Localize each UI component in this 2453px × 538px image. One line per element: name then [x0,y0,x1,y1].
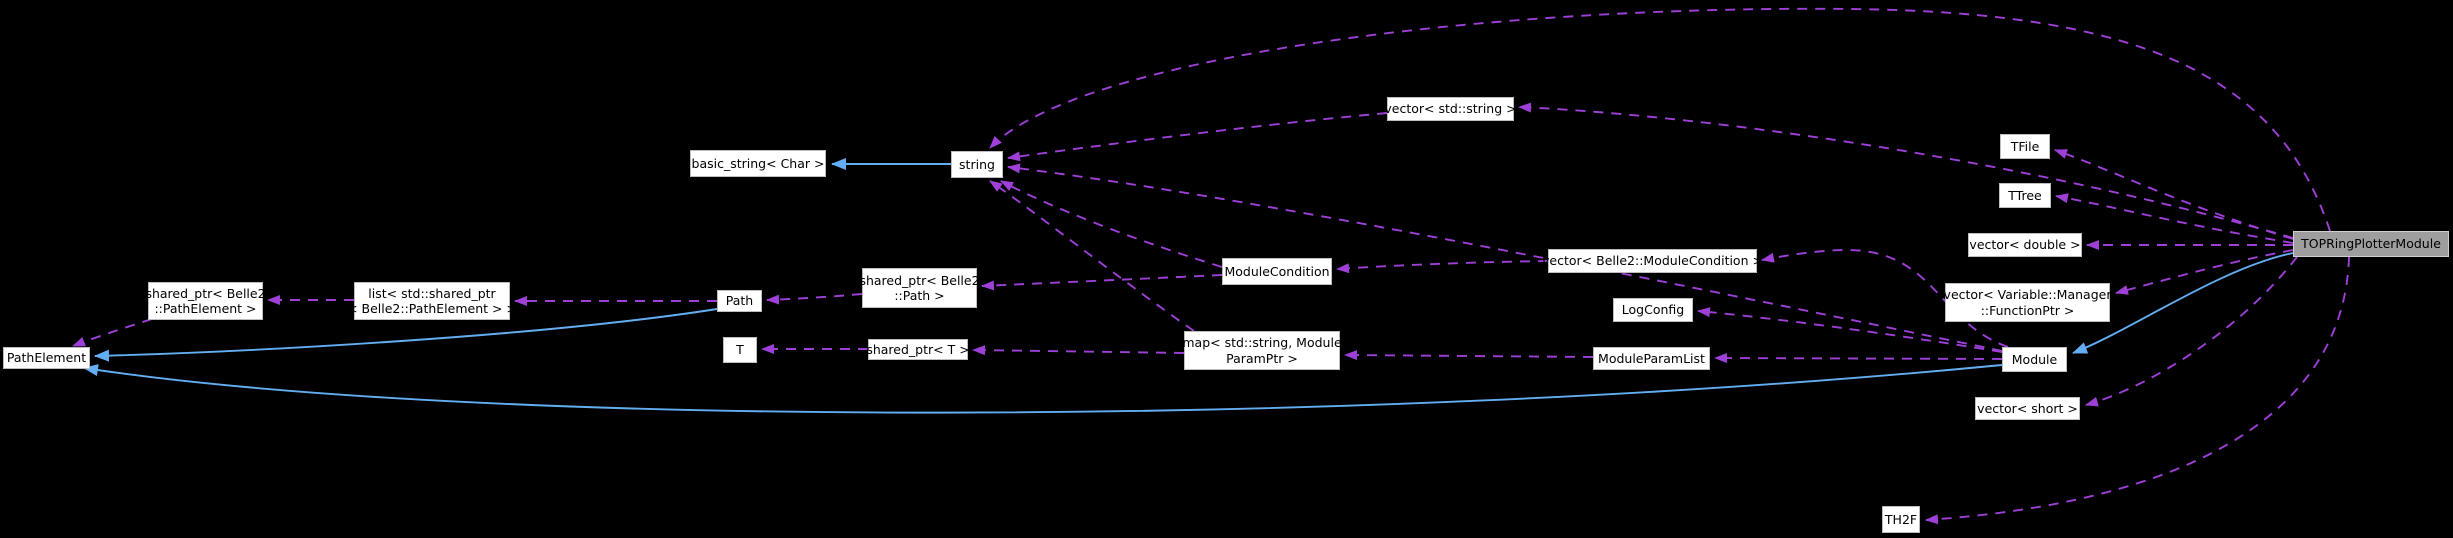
node-tfile[interactable]: TFile [2000,134,2050,159]
node-vector-std-string[interactable]: vector< std::string > [1384,97,1517,121]
node-label: ::Path > [894,288,945,303]
edge-map-moduleparamptr-to-shared-ptr-t [972,345,1185,356]
node-pathelement[interactable]: PathElement [3,347,90,369]
node-label: ::PathElement > [154,301,257,316]
node-modulecondition[interactable]: ModuleCondition [1222,258,1332,285]
node-label: < Belle2::PathElement > > [347,301,517,316]
node-path[interactable]: Path [717,290,762,312]
node-label: TFile [2010,138,2040,154]
node-label: basic_string< Char > [691,155,825,171]
node-topringplottermodule[interactable]: TOPRingPlotterModule [2293,231,2449,257]
node-list-shared-ptr[interactable]: list< std::shared_ptr< Belle2::PathEleme… [347,282,517,320]
edge-moduleparamlist-to-map-moduleparamptr [1344,350,1594,361]
node-label: ::FunctionPtr > [1980,302,2075,318]
node-label: PathElement [6,350,87,366]
edge-topringplottermodule-to-vector-std-string [1518,102,2294,239]
node-label: vector< double > [1969,237,2081,253]
edge-module-to-logconfig [1697,307,2003,353]
node-moduleparamlist[interactable]: ModuleParamList [1593,347,1710,370]
node-vector-functionptr[interactable]: vector< Variable::Manager::FunctionPtr > [1943,283,2112,322]
node-th2f[interactable]: TH2F [1882,506,1920,533]
edge-topringplottermodule-to-vector-functionptr [2115,249,2294,295]
edge-topringplottermodule-to-tfile [2054,149,2294,240]
node-shared-ptr-pathelement[interactable]: shared_ptr< Belle2::PathElement > [145,282,266,320]
node-label: vector< short > [1977,400,2078,416]
edge-module-to-moduleparamlist [1714,353,2003,364]
node-basic-string[interactable]: basic_string< Char > [690,150,826,177]
node-shared-ptr-t[interactable]: shared_ptr< T > [866,339,970,360]
edge-vector-modulecondition-to-modulecondition [1336,260,1549,274]
node-label: vector< Belle2::ModuleCondition > [1542,253,1763,269]
node-label: Module [2011,351,2058,367]
node-label: ParamPtr > [1226,350,1298,366]
edge-topringplottermodule-to-string [989,7,2331,232]
edge-topringplottermodule-to-ttree [2055,193,2294,244]
node-label: list< std::shared_ptr [368,285,496,301]
node-shared-ptr-path[interactable]: shared_ptr< Belle2::Path > [859,268,980,308]
node-vector-short[interactable]: vector< short > [1975,397,2080,420]
node-label: TOPRingPlotterModule [2301,236,2441,252]
node-vector-double[interactable]: vector< double > [1968,233,2082,257]
edge-module-to-pathelement [83,364,2003,414]
edge-map-moduleparamptr-to-string [989,180,1195,332]
node-label: shared_ptr< T > [866,341,970,357]
node-label: vector< Variable::Manager [1943,287,2112,303]
edge-module-to-string [1007,163,2003,352]
node-logconfig[interactable]: LogConfig [1613,298,1693,322]
edge-modulecondition-to-string [1000,180,1223,268]
node-string[interactable]: string [951,151,1003,178]
edge-topringplottermodule-to-module [2072,252,2294,354]
edge-shared-ptr-pathelement-to-pathelement [72,318,153,347]
node-label: T [736,342,744,358]
node-vector-modulecondition[interactable]: vector< Belle2::ModuleCondition > [1542,249,1763,273]
node-label: TTree [2008,187,2042,203]
node-module[interactable]: Module [2002,347,2067,372]
node-t[interactable]: T [723,337,757,363]
node-label: shared_ptr< Belle2 [145,285,266,301]
node-label: string [959,156,995,172]
node-label: ModuleParamList [1598,350,1705,366]
node-label: vector< std::string > [1384,101,1517,117]
node-label: TH2F [1884,511,1918,527]
edge-modulecondition-to-shared-ptr-path [981,274,1223,291]
edge-shared-ptr-path-to-path [766,293,863,305]
node-label: shared_ptr< Belle2 [859,272,980,288]
edge-vector-std-string-to-string [1007,112,1388,162]
node-label: ModuleCondition [1224,263,1330,279]
node-label: LogConfig [1621,302,1685,318]
edge-path-to-pathelement [94,308,718,362]
node-label: map< std::string, Module [1182,335,1342,351]
node-ttree[interactable]: TTree [1999,183,2051,208]
node-label: Path [725,293,754,309]
